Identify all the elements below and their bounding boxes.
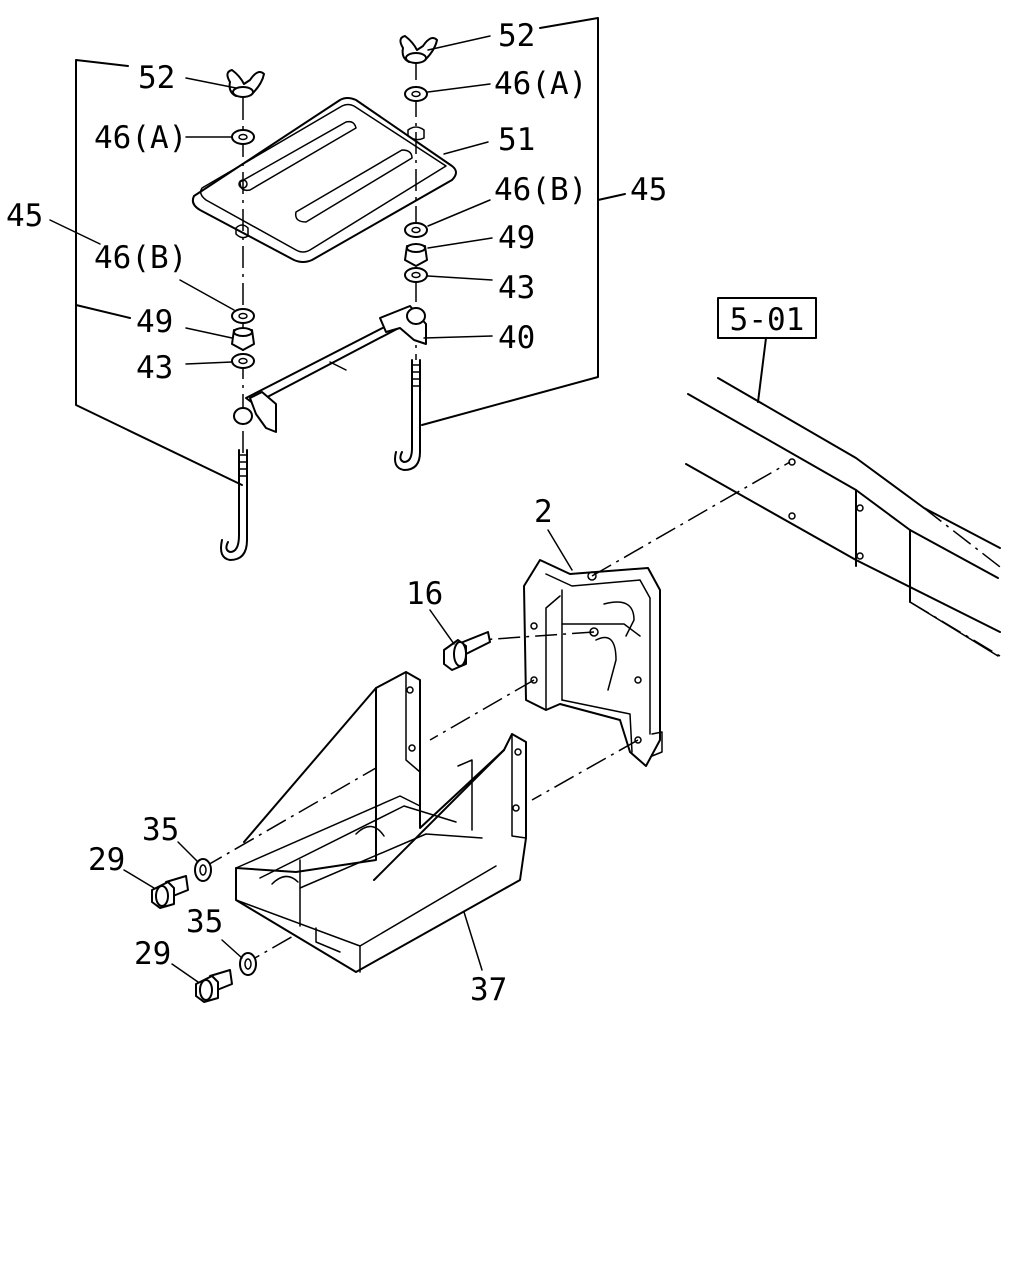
j-bolt-left	[220, 449, 248, 561]
reference-box[interactable]: 5-01	[717, 297, 817, 339]
label-46b-left: 46(B)	[94, 240, 187, 276]
label-49-left: 49	[136, 304, 173, 340]
label-43-right: 43	[498, 270, 535, 306]
bolt-29-bottom	[195, 969, 233, 1003]
label-29-top: 29	[88, 842, 125, 878]
washer-43-left	[231, 353, 255, 369]
label-35-bottom: 35	[186, 904, 223, 940]
label-43-left: 43	[136, 350, 173, 386]
washer-46b-right	[404, 222, 428, 238]
wing-nut-left	[226, 69, 265, 98]
label-37: 37	[470, 972, 507, 1008]
leader-lines	[49, 35, 573, 983]
washer-46a-left	[231, 129, 255, 145]
label-2: 2	[534, 494, 553, 530]
label-35-top: 35	[142, 812, 179, 848]
label-45-right: 45	[630, 172, 667, 208]
washer-46a-right	[404, 86, 428, 102]
washer-35-bottom	[239, 952, 257, 976]
callout-labels: 52 46(A) 45 46(B) 49 43 52 46(A) 51 46(B…	[6, 18, 667, 1008]
battery-tray	[235, 671, 527, 973]
label-46a-left: 46(A)	[94, 120, 187, 156]
label-49-right: 49	[498, 220, 535, 256]
nut-49-left	[231, 327, 255, 351]
hold-down-plate	[191, 97, 457, 263]
label-29-bottom: 29	[134, 936, 171, 972]
hold-down-rod	[233, 305, 427, 433]
mounting-bracket	[523, 559, 663, 767]
washer-43-right	[404, 267, 428, 283]
wing-nut-right	[399, 35, 438, 64]
label-46a-right: 46(A)	[494, 66, 587, 102]
label-45-left: 45	[6, 198, 43, 234]
label-51: 51	[498, 122, 535, 158]
washer-46b-left	[231, 308, 255, 324]
label-52-left: 52	[138, 60, 175, 96]
washer-35-top	[194, 858, 212, 882]
reference-label[interactable]: 5-01	[730, 302, 805, 338]
nut-49-right	[404, 243, 428, 267]
group-bracket-45-right	[421, 17, 626, 426]
j-bolt-right	[394, 359, 421, 471]
bolt-29-top	[151, 875, 189, 909]
chassis-frame	[685, 337, 1005, 657]
right-fastener-stack	[394, 35, 438, 471]
label-16: 16	[406, 576, 443, 612]
label-52-right: 52	[498, 18, 535, 54]
flange-bolt-16	[443, 631, 491, 671]
label-40: 40	[498, 320, 535, 356]
label-46b-right: 46(B)	[494, 172, 587, 208]
left-fastener-stack	[220, 69, 265, 561]
